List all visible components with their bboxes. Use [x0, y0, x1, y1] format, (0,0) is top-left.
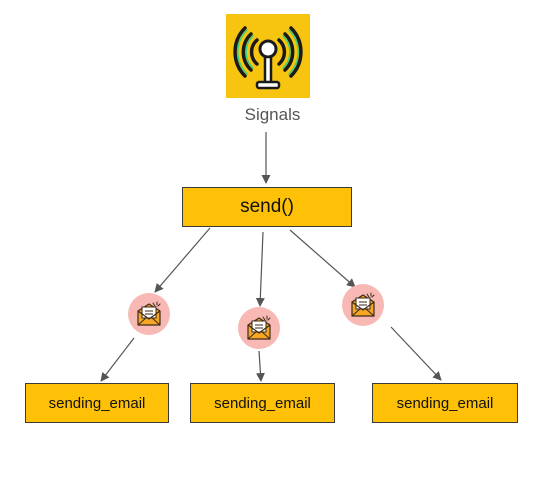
radio-antenna-icon: [233, 26, 303, 90]
mail-badge-3: [342, 284, 384, 326]
arrow-mail-1-to-email-1: [100, 337, 135, 382]
arrow-send-to-mail-3: [289, 229, 356, 288]
arrow-mail-3-to-email-3: [390, 326, 442, 381]
send-dispatcher-box: send(): [182, 187, 352, 227]
mail-badge-2: [238, 307, 280, 349]
sending-email-box-1: sending_email: [25, 383, 169, 423]
arrow-send-to-mail-2: [255, 231, 265, 307]
arrow-send-to-mail-1: [154, 227, 211, 293]
mail-alert-icon: [351, 292, 375, 317]
sending-email-box-3: sending_email: [372, 383, 518, 423]
sending-email-label: sending_email: [214, 394, 311, 412]
mail-alert-icon: [137, 301, 161, 326]
sending-email-label: sending_email: [396, 394, 494, 412]
sending-email-box-2: sending_email: [190, 383, 335, 423]
arrow-mail-2-to-email-2: [255, 350, 265, 382]
send-label: send(): [240, 196, 294, 217]
sending-email-label: sending_email: [48, 394, 146, 412]
mail-badge-1: [128, 293, 170, 335]
signals-label: Signals: [244, 105, 301, 124]
mail-alert-icon: [247, 315, 271, 340]
signals-source-node: [226, 14, 310, 98]
